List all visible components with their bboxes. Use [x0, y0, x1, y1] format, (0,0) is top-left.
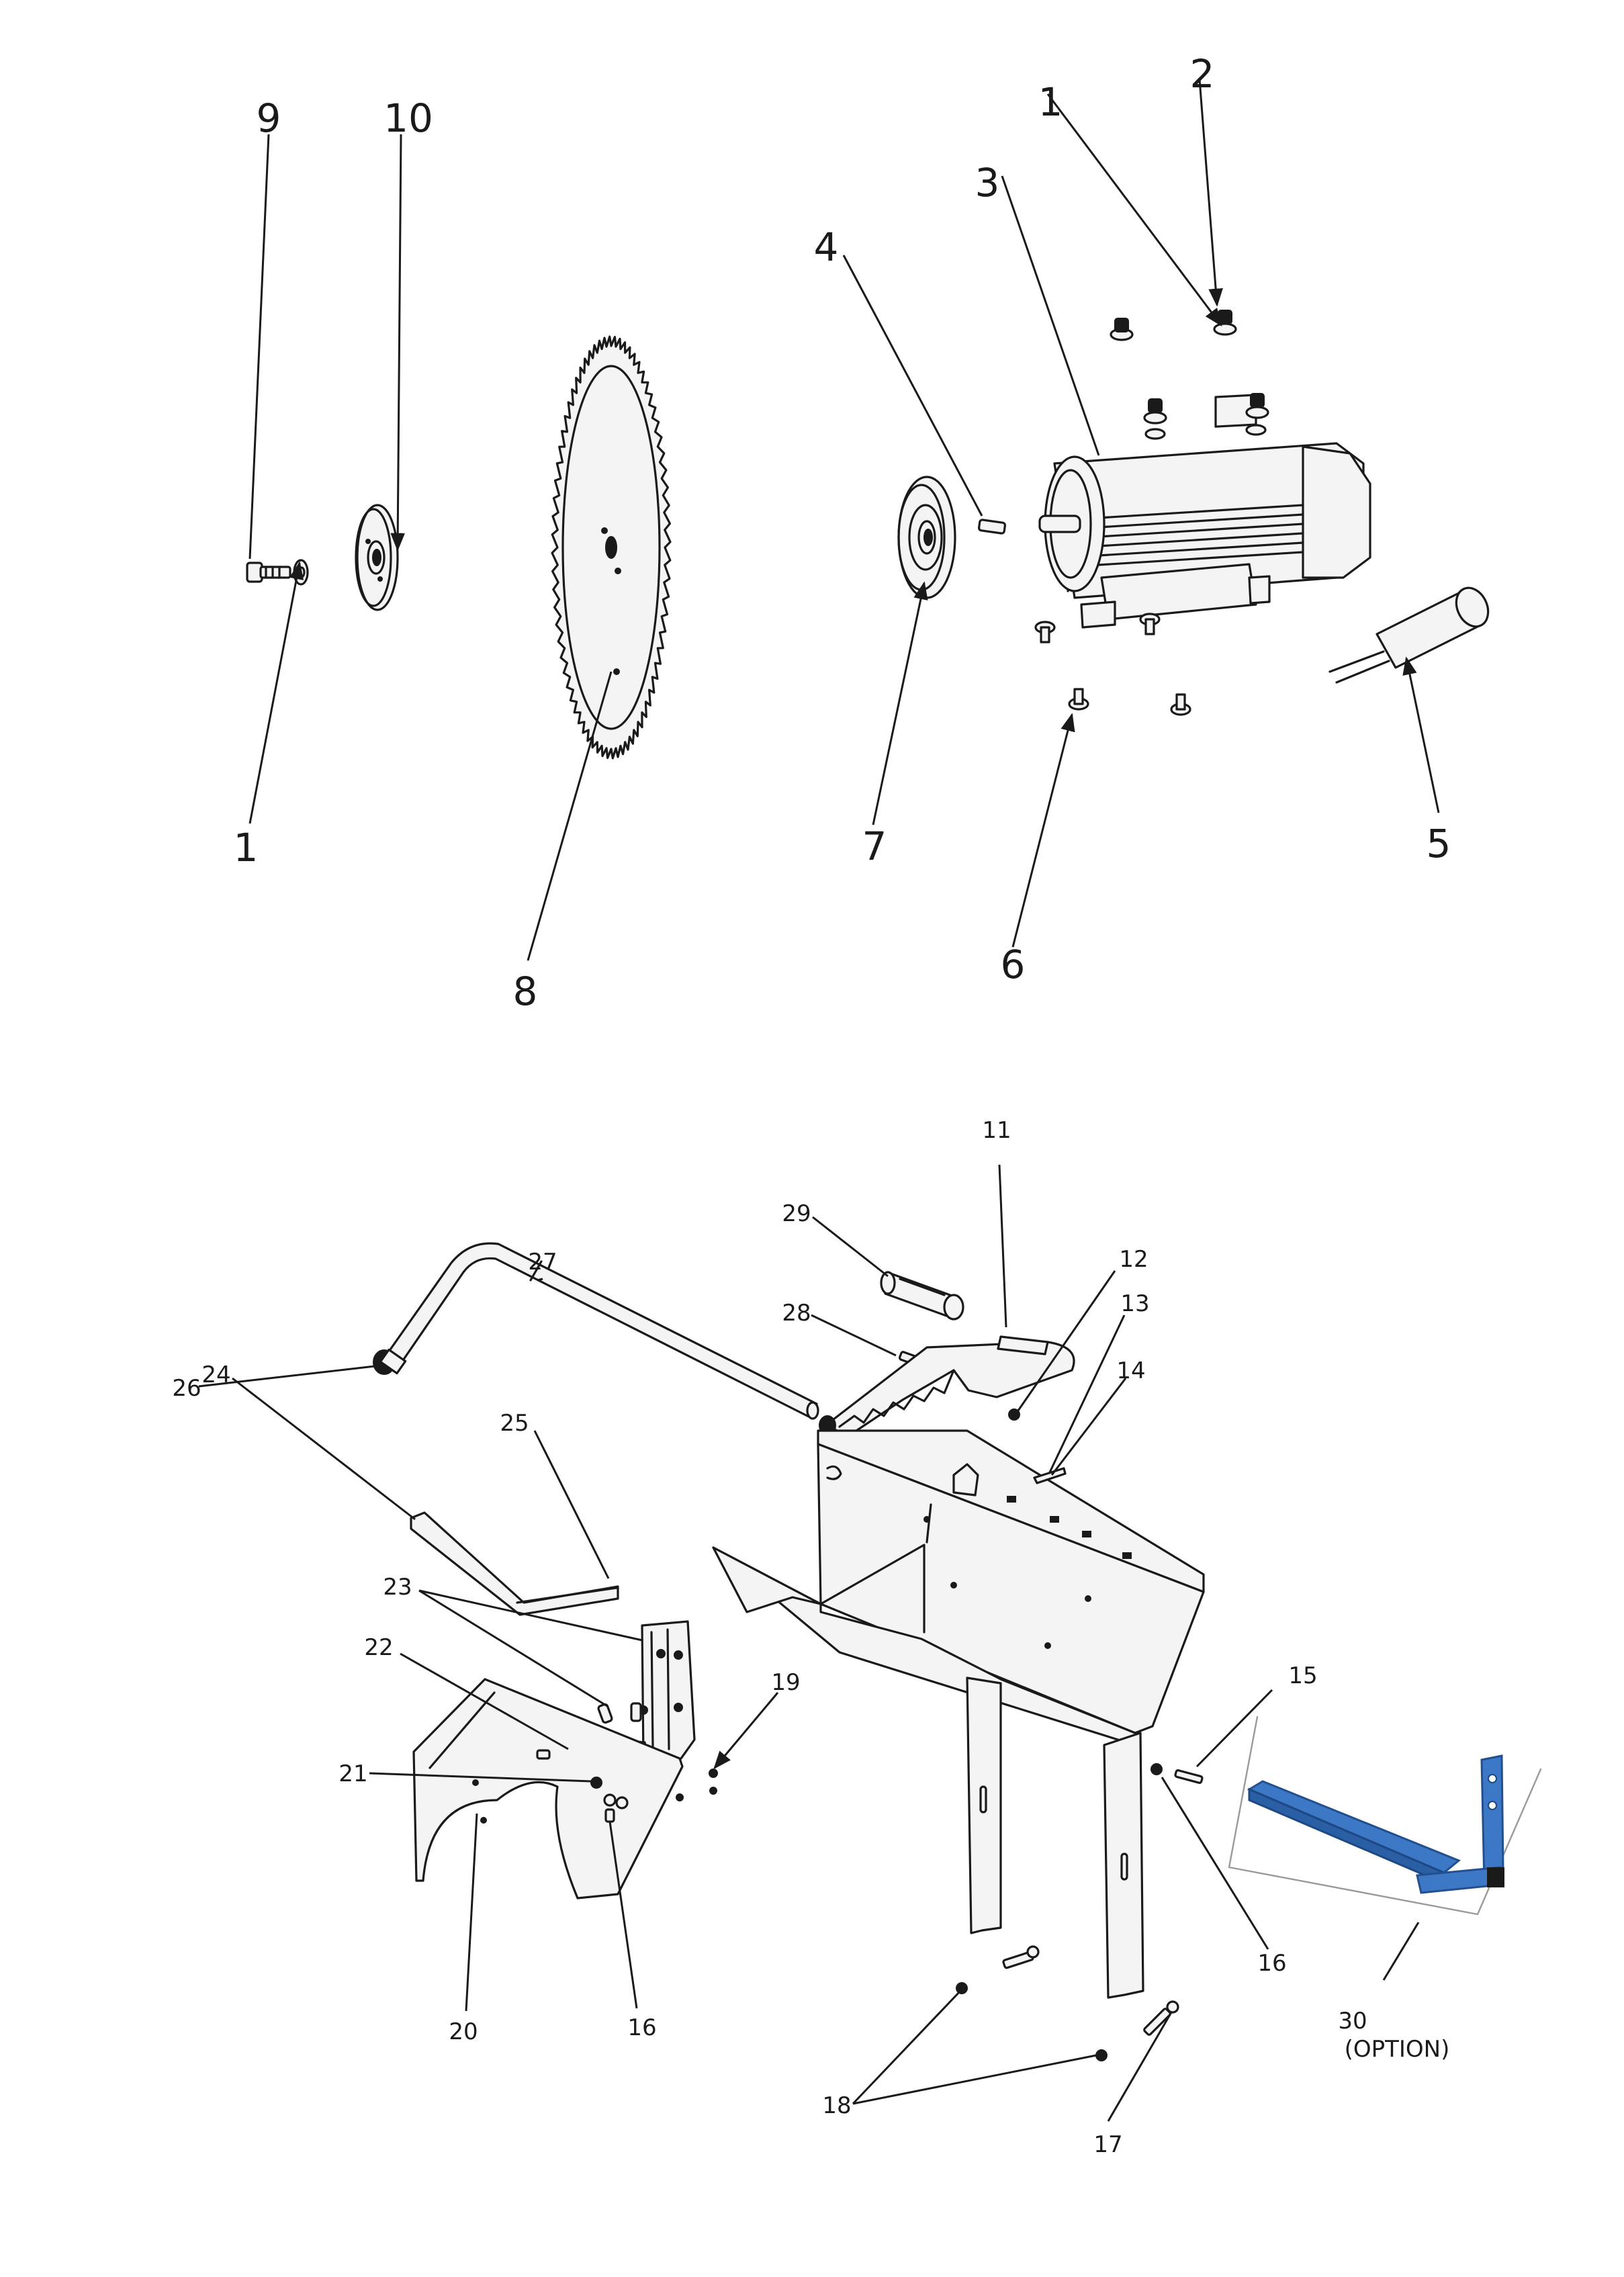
- motor-cooling-fins: [1087, 504, 1304, 567]
- callout-18: 18: [822, 2092, 851, 2119]
- callout-4: 4: [814, 224, 839, 270]
- callout-13: 13: [1120, 1290, 1149, 1317]
- end-cap-part-26: [373, 1348, 407, 1375]
- frame-legs: [966, 1677, 1144, 1999]
- capacitor-part-5: [1328, 586, 1490, 684]
- callout-23: 23: [383, 1574, 412, 1601]
- callout-3: 3: [975, 160, 1000, 206]
- callout-11: 11: [982, 1117, 1011, 1144]
- guard-fasteners: [536, 1702, 718, 1823]
- callout-30: 30: [1338, 2008, 1367, 2035]
- callout-27: 27: [528, 1249, 557, 1276]
- outer-flange-part-10: [355, 504, 399, 611]
- handle-bar-part-27: [383, 1242, 819, 1420]
- callout-30-option-note: (OPTION): [1345, 2036, 1450, 2063]
- shaft-key-part-4: [977, 519, 1007, 535]
- blade-guard-part-20: [412, 1678, 684, 1900]
- callout-10: 10: [384, 95, 433, 141]
- callout-1-left: 1: [234, 825, 259, 870]
- lower-leader-lines: [198, 1164, 1420, 2122]
- callout-12: 12: [1119, 1246, 1148, 1273]
- upper-leader-lines: [249, 79, 1440, 961]
- nuts-and-washers-parts-1-2: [1110, 310, 1269, 440]
- plates-part-24-25: [410, 1511, 619, 1616]
- callout-25: 25: [500, 1410, 529, 1437]
- upper-callouts: 9 10 1 1 2 3 4 7 8 6 5: [234, 51, 1451, 1014]
- callout-24: 24: [201, 1361, 230, 1388]
- callout-29: 29: [782, 1200, 811, 1227]
- lower-callouts: 11 29 28 12 13 14 27 26 25 24 23 22 21 1…: [172, 1117, 1449, 2158]
- frame-holes: [923, 1496, 1132, 1649]
- callout-26: 26: [172, 1375, 201, 1402]
- saw-blade-part-8: [551, 335, 672, 760]
- main-frame: [712, 1429, 1205, 1746]
- rip-fence-part-30-option: [1228, 1715, 1542, 1916]
- callout-2: 2: [1190, 51, 1215, 97]
- callout-14: 14: [1116, 1357, 1145, 1384]
- callout-9: 9: [257, 95, 281, 141]
- callout-6: 6: [1001, 942, 1026, 987]
- callout-22: 22: [364, 1634, 393, 1661]
- callout-15: 15: [1288, 1662, 1317, 1689]
- callout-21: 21: [339, 1760, 367, 1787]
- callout-7: 7: [862, 823, 887, 869]
- callout-16-left: 16: [627, 2014, 656, 2041]
- bolts-and-nuts-parts-15-18: [956, 1763, 1204, 2061]
- callout-16-right: 16: [1257, 1950, 1286, 1977]
- callout-5: 5: [1427, 821, 1451, 866]
- callout-17: 17: [1093, 2131, 1122, 2158]
- grip-part-29: [880, 1271, 964, 1321]
- callout-28: 28: [782, 1300, 811, 1327]
- inner-flange-part-7: [897, 476, 956, 599]
- electric-motor-part-3: [1038, 394, 1371, 629]
- callout-8: 8: [513, 969, 538, 1014]
- callout-1-top: 1: [1038, 79, 1063, 125]
- bolt-part-9: [246, 562, 291, 583]
- callout-20: 20: [449, 2018, 478, 2045]
- callout-19: 19: [771, 1669, 800, 1696]
- arm-bracket-part-11-12: [819, 1335, 1075, 1439]
- motor-bolts-part-6: [1034, 613, 1191, 716]
